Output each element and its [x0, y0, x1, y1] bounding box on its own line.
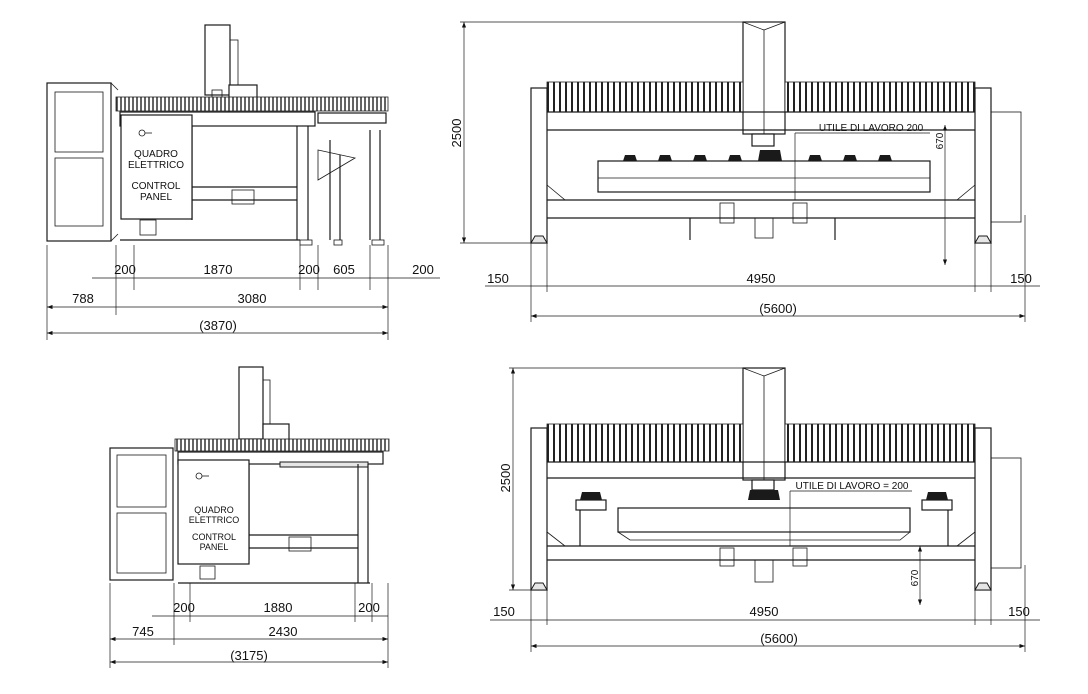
dim-150-left: 150	[493, 604, 515, 619]
dim-150-right: 150	[1010, 271, 1032, 286]
dim-200-c: 200	[412, 262, 434, 277]
panel-label-it-1: QUADRO	[194, 505, 234, 515]
electric-panel	[120, 114, 193, 220]
front-view-top: 2500	[449, 21, 1040, 322]
cabinet-door-upper	[54, 91, 104, 153]
panel-label-en-1: CONTROL	[132, 181, 181, 192]
bellows-right	[784, 81, 976, 113]
dim-200-a: 200	[114, 262, 136, 277]
dim-200-b: 200	[298, 262, 320, 277]
panel-label-en-1: CONTROL	[192, 532, 236, 542]
spindle	[751, 133, 775, 147]
panel-label-it-1: QUADRO	[134, 149, 178, 160]
dim-4950: 4950	[750, 604, 779, 619]
height-2500: 2500	[449, 119, 464, 148]
work-table	[597, 160, 931, 193]
work-table	[617, 507, 911, 533]
dim-150-left: 150	[487, 271, 509, 286]
dim-total-5600: (5600)	[759, 301, 797, 316]
dim-1880: 1880	[264, 600, 293, 615]
dim-150-right: 150	[1008, 604, 1030, 619]
height-2500: 2500	[498, 464, 513, 493]
side-view-bottom: QUADRO ELETTRICO CONTROL PANEL 200 1880 …	[109, 366, 390, 668]
front-view-bottom: 2500 UTILE DI LAVORO	[490, 367, 1040, 652]
left-column	[530, 427, 548, 591]
control-cabinet	[46, 82, 112, 242]
work-height-670: 670	[935, 132, 946, 149]
panel-label-it-2: ELETTRICO	[189, 515, 240, 525]
panel-label-it-2: ELETTRICO	[128, 160, 184, 171]
dim-788: 788	[72, 291, 94, 306]
beam-bellows	[115, 96, 389, 112]
bellows-right	[784, 423, 976, 463]
dim-total-5600: (5600)	[760, 631, 798, 646]
side-bottom-dimensions	[109, 583, 389, 668]
control-cabinet	[109, 447, 174, 581]
bellows-left	[546, 81, 744, 113]
dim-1870: 1870	[204, 262, 233, 277]
beam-bellows	[174, 438, 390, 452]
z-column	[238, 366, 264, 440]
dim-2430: 2430	[269, 624, 298, 639]
dim-total-3870: (3870)	[199, 318, 237, 333]
z-column	[204, 24, 231, 96]
work-height-670: 670	[910, 569, 921, 586]
panel-label-en-2: PANEL	[140, 192, 172, 203]
electric-panel	[177, 459, 250, 565]
dim-745: 745	[132, 624, 154, 639]
dim-3080: 3080	[238, 291, 267, 306]
right-column	[974, 427, 992, 591]
suction-head	[748, 490, 780, 500]
dim-200-b: 200	[358, 600, 380, 615]
suction-cups	[623, 150, 892, 161]
side-view-top: QUADRO ELETTRICO CONTROL PANEL 200 1870 …	[46, 24, 440, 340]
panel-label-en-2: PANEL	[200, 542, 229, 552]
work-label: UTILE DI LAVORO = 200	[796, 481, 909, 492]
dim-total-3175: (3175)	[230, 648, 268, 663]
dim-605: 605	[333, 262, 355, 277]
bellows-left	[546, 423, 744, 463]
right-column	[974, 87, 992, 244]
side-top-dimensions	[46, 245, 440, 340]
left-column	[530, 87, 548, 244]
cabinet-door-lower	[54, 157, 104, 227]
dim-4950: 4950	[747, 271, 776, 286]
work-label: UTILE DI LAVORO 200	[819, 123, 924, 134]
dim-200-a: 200	[173, 600, 195, 615]
